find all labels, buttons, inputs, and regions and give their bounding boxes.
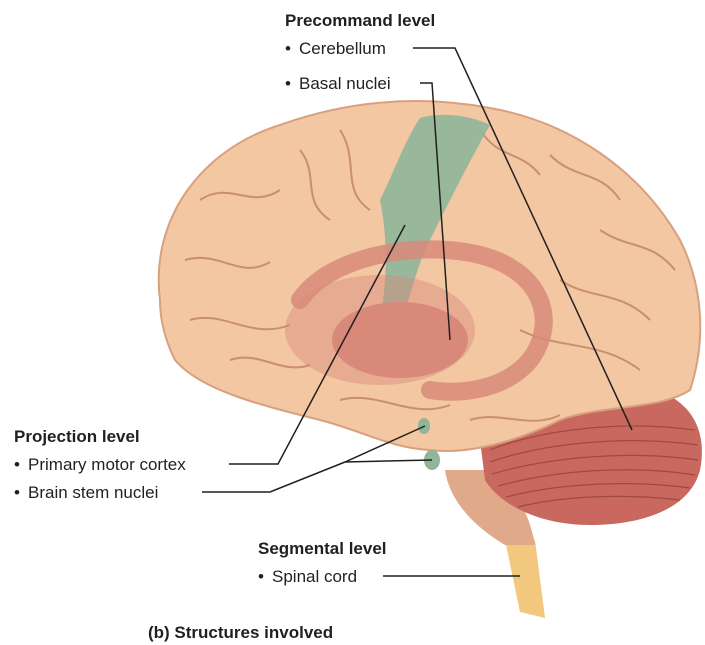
precommand-heading: Precommand level <box>285 12 435 29</box>
label-spinal-cord: •Spinal cord <box>258 568 357 585</box>
label-brain-stem-nuclei: •Brain stem nuclei <box>14 484 158 501</box>
figure-caption: (b) Structures involved <box>148 624 333 641</box>
bullet: • <box>285 75 299 92</box>
bullet: • <box>14 456 28 473</box>
leader-brain-stem-nuclei-2 <box>345 460 432 462</box>
segmental-heading: Segmental level <box>258 540 387 557</box>
bullet: • <box>285 40 299 57</box>
label-cerebellum: •Cerebellum <box>285 40 386 57</box>
label-primary-motor-cortex: •Primary motor cortex <box>14 456 186 473</box>
spinal-cord <box>505 540 545 618</box>
label-basal-nuclei: •Basal nuclei <box>285 75 391 92</box>
projection-heading: Projection level <box>14 428 140 445</box>
bullet: • <box>258 568 272 585</box>
bullet: • <box>14 484 28 501</box>
